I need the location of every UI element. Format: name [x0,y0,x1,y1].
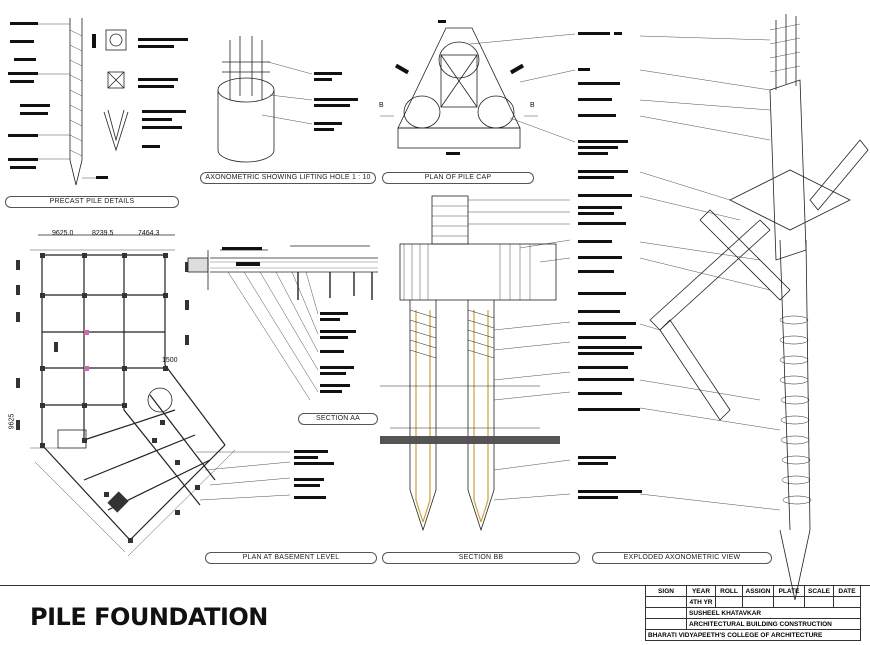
exploded-axonometric-drawing [639,14,869,601]
precast-pile-details-label: PRECAST PILE DETAILS [5,196,179,208]
section-aa-drawing [187,245,378,401]
subject-cell: ARCHITECTURAL BUILDING CONSTRUCTION [686,618,861,630]
table-cell [804,596,834,608]
college-cell: BHARATI VIDYAPEETH'S COLLEGE OF ARCHITEC… [645,629,861,641]
section-bb-label: SECTION BB [382,552,580,564]
table-cell [715,596,743,608]
table-header-cell: YEAR [686,585,716,597]
precast-pile-drawing [8,18,188,186]
plan-of-pile-cap-label: PLAN OF PILE CAP [382,172,534,184]
table-header-cell: PLATE [773,585,805,597]
table-cell [645,618,687,630]
year-cell: 4TH YR [686,596,716,608]
table-header-cell: ROLL [715,585,743,597]
title-block-table: SIGN YEAR ROLL ASSIGN PLATE SCALE DATE 4… [645,585,861,641]
table-cell [645,607,687,619]
table-header-cell: SCALE [804,585,834,597]
table-cell [773,596,805,608]
section-mark: B [379,102,384,109]
table-cell [833,596,861,608]
basement-plan-drawing [16,234,334,557]
table-row: 4TH YR [645,596,861,608]
table-header-cell: DATE [833,585,861,597]
exploded-view-label: EXPLODED AXONOMETRIC VIEW [592,552,772,564]
student-name-cell: SUSHEEL KHATAVKAR [686,607,861,619]
table-cell [742,596,774,608]
dimension-label: 9625.0 [52,230,74,237]
plan-at-basement-label: PLAN AT BASEMENT LEVEL [205,552,377,564]
axonometric-lifting-hole-drawing [217,36,358,163]
table-header-cell: ASSIGN [742,585,774,597]
table-row: BHARATI VIDYAPEETH'S COLLEGE OF ARCHITEC… [645,629,861,641]
table-cell [645,596,687,608]
table-row: ARCHITECTURAL BUILDING CONSTRUCTION [645,618,861,630]
table-header-cell: SIGN [645,585,687,597]
title-block [0,585,870,645]
dimension-label: 1500 [162,357,178,364]
pile-cap-plan-drawing [380,20,628,155]
axonometric-lifting-hole-label: AXONOMETRIC SHOWING LIFTING HOLE 1 : 10 [200,172,376,184]
section-aa-label: SECTION AA [298,413,378,425]
section-bb-drawing [380,170,642,532]
section-mark: B [530,102,535,109]
dimension-label: 8239.5 [92,230,114,237]
dimension-label: 7464.3 [138,230,160,237]
table-row: SUSHEEL KHATAVKAR [645,607,861,619]
dimension-label: 9625 [8,413,16,430]
table-row: SIGN YEAR ROLL ASSIGN PLATE SCALE DATE [645,585,861,597]
sheet-title: PILE FOUNDATION [30,603,268,631]
